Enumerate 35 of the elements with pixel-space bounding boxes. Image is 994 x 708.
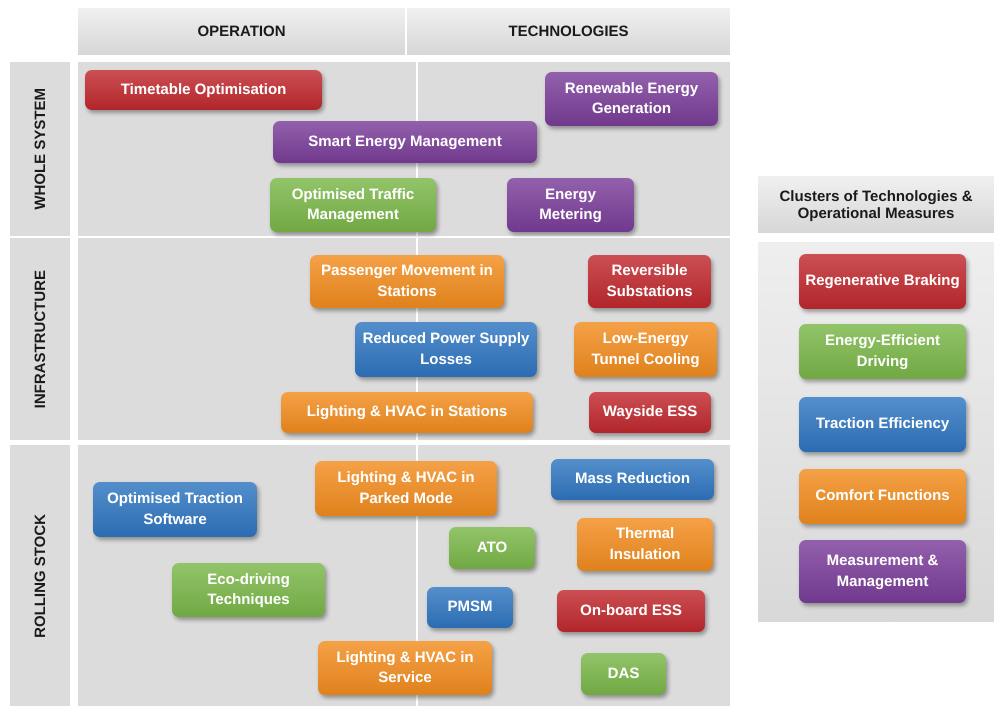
row-band [10, 445, 730, 706]
measure-box: Energy Metering [507, 178, 634, 232]
row-band [10, 238, 730, 440]
row-band [10, 62, 730, 236]
measure-box: DAS [581, 653, 666, 695]
measure-box: Renewable Energy Generation [545, 72, 718, 126]
measure-box: Lighting & HVAC in Service [318, 641, 492, 695]
legend-item: Comfort Functions [799, 469, 966, 524]
column-heading: OPERATION [78, 8, 405, 55]
measure-box: Optimised Traffic Management [270, 178, 436, 232]
row-heading: WHOLE SYSTEM [32, 88, 48, 210]
measure-box: Smart Energy Management [273, 121, 537, 163]
measure-box: ATO [449, 527, 535, 569]
measure-box: Eco-driving Techniques [172, 563, 325, 617]
measure-box: Lighting & HVAC in Stations [281, 392, 533, 433]
measure-box: Reversible Substations [588, 255, 711, 308]
measure-box: Thermal Insulation [577, 518, 713, 571]
measure-box: On-board ESS [557, 590, 705, 632]
measure-box: Low-Energy Tunnel Cooling [574, 322, 717, 377]
measure-box: Timetable Optimisation [85, 70, 322, 110]
legend-item: Energy-Efficient Driving [799, 324, 966, 379]
legend-item: Traction Efficiency [799, 397, 966, 452]
measure-box: Mass Reduction [551, 459, 714, 500]
measure-box: PMSM [427, 587, 513, 628]
column-heading: TECHNOLOGIES [407, 8, 730, 55]
measure-box: Optimised Traction Software [93, 482, 257, 537]
legend-item: Measurement & Management [799, 540, 966, 603]
measure-box: Passenger Movement in Stations [310, 255, 504, 308]
measure-box: Reduced Power Supply Losses [355, 322, 537, 377]
legend-item: Regenerative Braking [799, 254, 966, 309]
measure-box: Wayside ESS [589, 392, 711, 433]
legend-heading: Clusters of Technologies & Operational Measures [758, 176, 994, 233]
row-heading: INFRASTRUCTURE [32, 270, 48, 408]
row-heading: ROLLING STOCK [32, 514, 48, 638]
measure-box: Lighting & HVAC in Parked Mode [315, 461, 497, 516]
